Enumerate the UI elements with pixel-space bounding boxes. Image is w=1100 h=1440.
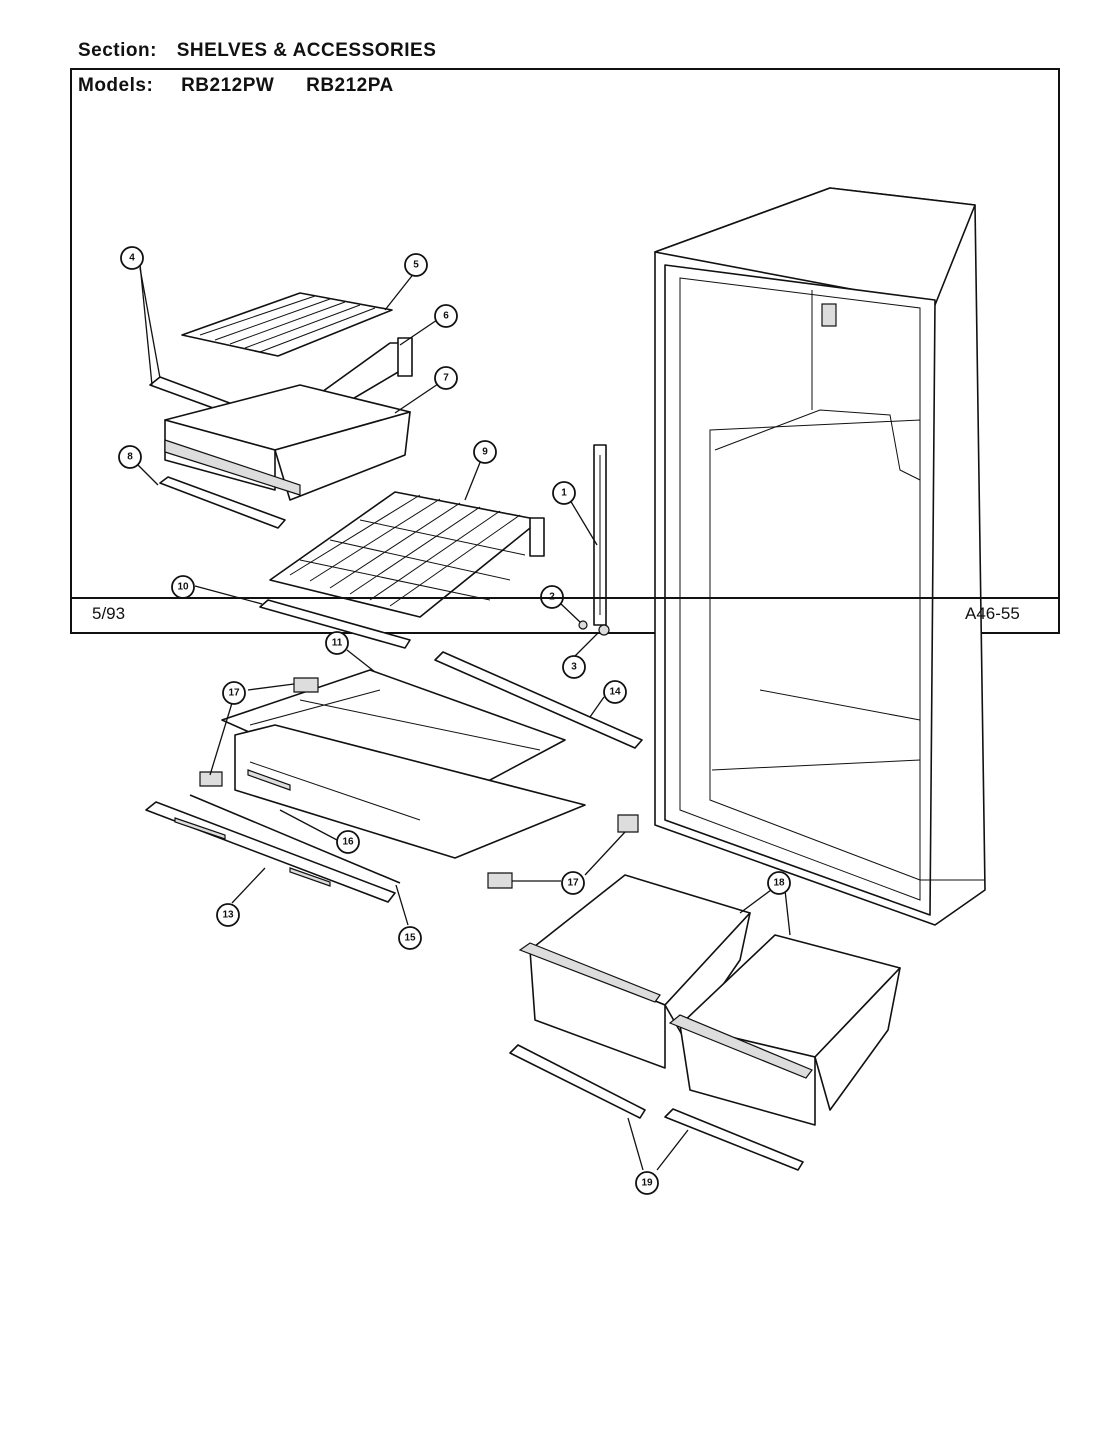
svg-text:13: 13 xyxy=(222,910,234,921)
part-19-trim xyxy=(509,1044,804,1171)
section-heading: Section: SHELVES & ACCESSORIES xyxy=(78,40,436,62)
callout-3: 3 xyxy=(562,655,586,679)
svg-text:1: 1 xyxy=(561,488,567,499)
svg-text:5: 5 xyxy=(413,260,419,271)
callout-5: 5 xyxy=(404,253,428,277)
svg-text:14: 14 xyxy=(609,687,621,698)
callout-16: 16 xyxy=(336,830,360,854)
part-16-shelf-frame xyxy=(234,724,586,859)
svg-text:7: 7 xyxy=(443,373,449,384)
svg-text:6: 6 xyxy=(443,311,449,322)
callout-11: 11 xyxy=(325,631,349,655)
part-14-trim xyxy=(434,651,643,749)
svg-text:10: 10 xyxy=(177,582,189,593)
part-2-screw xyxy=(578,620,588,630)
svg-text:3: 3 xyxy=(571,662,577,673)
diagram-frame xyxy=(70,68,1060,634)
part-1-support xyxy=(593,444,607,626)
callout-13: 13 xyxy=(216,903,240,927)
models-label: Models: xyxy=(78,75,154,96)
footer-rule xyxy=(70,597,1060,599)
part-13-trim xyxy=(145,801,396,903)
svg-text:16: 16 xyxy=(342,837,354,848)
svg-text:8: 8 xyxy=(127,452,133,463)
models-heading: Models: RB212PW RB212PA xyxy=(78,75,420,97)
svg-text:17: 17 xyxy=(567,878,579,889)
part-18-crisper-right xyxy=(668,934,901,1126)
leader-lines xyxy=(137,263,791,1171)
part-3-fastener xyxy=(598,624,610,636)
callout-15: 15 xyxy=(398,926,422,950)
callout-7: 7 xyxy=(434,366,458,390)
part-15-strip xyxy=(189,794,401,884)
svg-text:15: 15 xyxy=(404,933,416,944)
model-number: RB212PW xyxy=(181,75,275,96)
callout-17: 17 xyxy=(561,871,585,895)
part-9-wire-shelf xyxy=(269,491,545,618)
svg-text:11: 11 xyxy=(332,638,343,649)
part-5-shelf xyxy=(181,292,393,357)
section-value: SHELVES & ACCESSORIES xyxy=(176,40,437,61)
model-number: RB212PA xyxy=(306,75,394,96)
footer-date: 5/93 xyxy=(92,604,126,623)
refrigerator-cabinet xyxy=(654,187,986,926)
callout-10: 10 xyxy=(171,575,195,599)
callout-14: 14 xyxy=(603,680,627,704)
footer-code: A46-55 xyxy=(965,604,1020,623)
callout-1: 1 xyxy=(552,481,576,505)
callout-17: 17 xyxy=(222,681,246,705)
svg-text:19: 19 xyxy=(641,1178,653,1189)
part-17-bracket xyxy=(199,677,639,889)
callout-6: 6 xyxy=(434,304,458,328)
part-10-trim xyxy=(259,599,411,649)
callout-4: 4 xyxy=(120,246,144,270)
part-8-trim xyxy=(159,476,286,529)
part-7-drawer xyxy=(164,384,411,501)
svg-text:18: 18 xyxy=(773,878,785,889)
callout-9: 9 xyxy=(473,440,497,464)
part-18-crisper-left xyxy=(518,874,751,1069)
svg-text:17: 17 xyxy=(228,688,240,699)
svg-text:4: 4 xyxy=(129,253,135,264)
svg-text:9: 9 xyxy=(482,447,488,458)
callout-18: 18 xyxy=(767,871,791,895)
callout-19: 19 xyxy=(635,1171,659,1195)
section-label: Section: xyxy=(78,40,157,61)
callout-8: 8 xyxy=(118,445,142,469)
